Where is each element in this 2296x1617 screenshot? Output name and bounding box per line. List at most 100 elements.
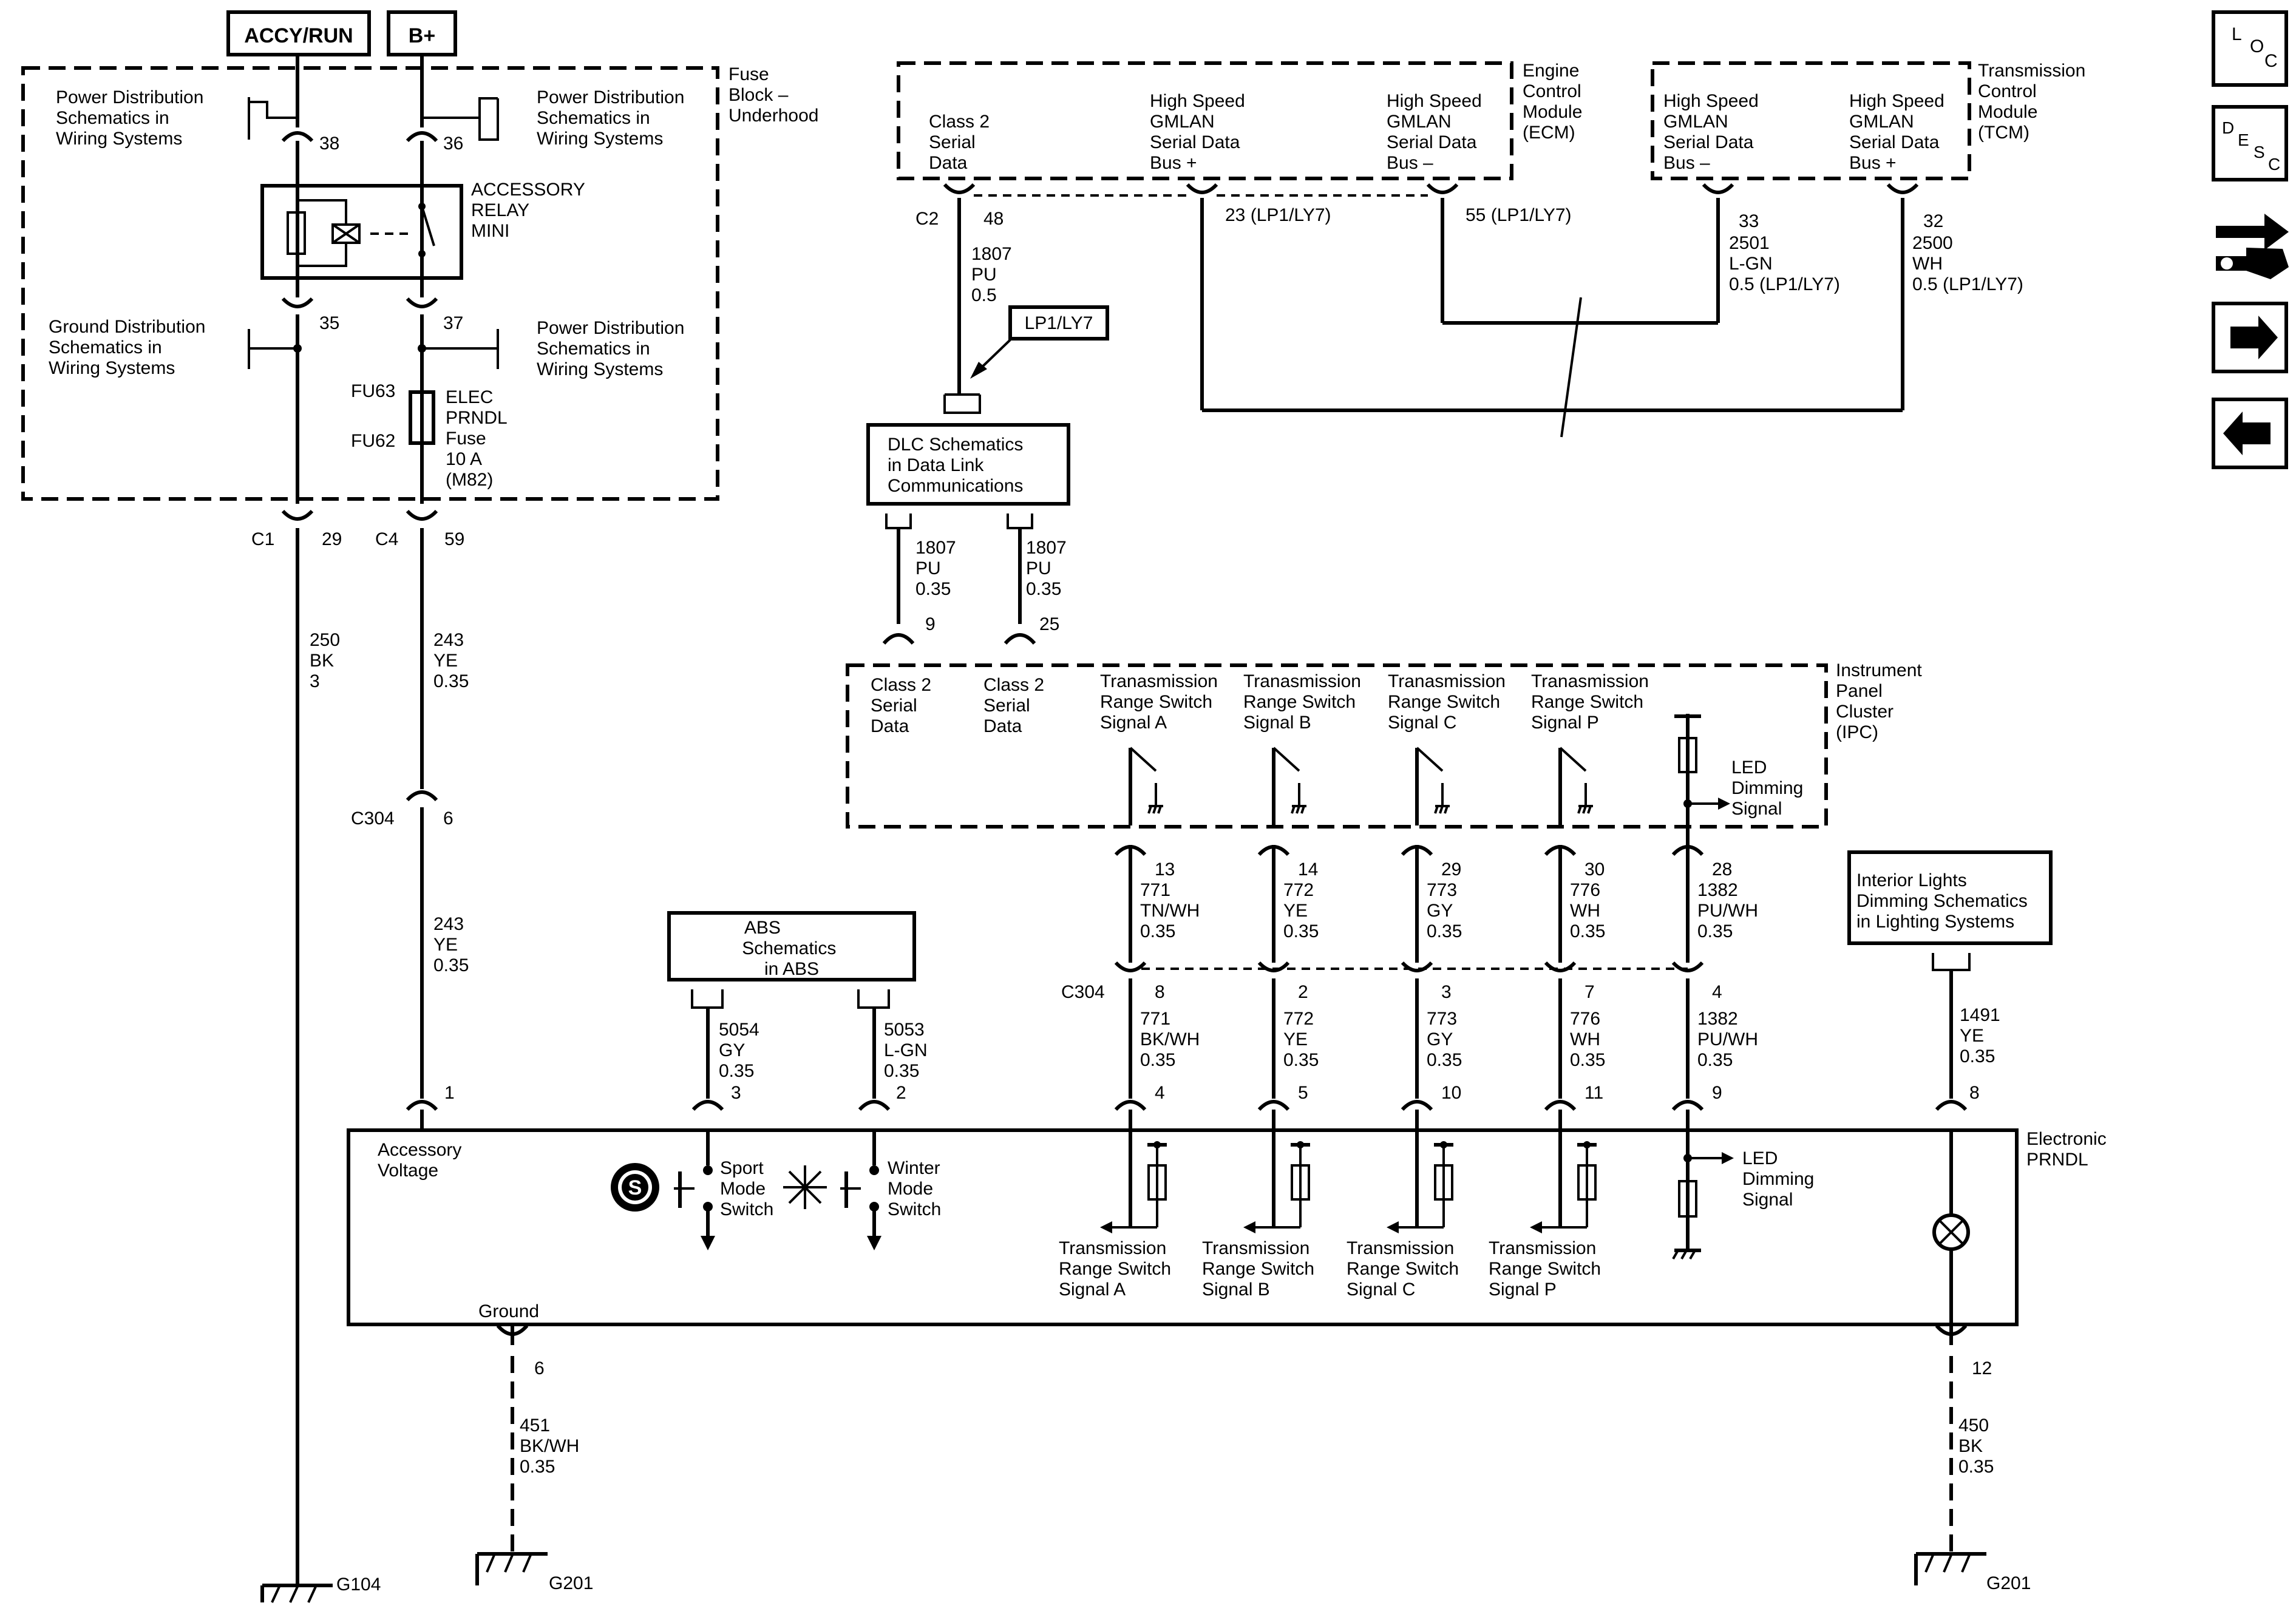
wrench-connector-icon (2216, 214, 2289, 279)
ipc-wire-label: 0.35 (1570, 921, 1605, 941)
ipc-switch-contact (1272, 747, 1300, 772)
c1-label: C1 (251, 529, 274, 549)
abs-label: ABS Schematics in ABS (742, 918, 841, 979)
lp1-ly7-tag (1008, 305, 1109, 341)
g104-label: G104 (336, 1575, 381, 1595)
wire-451: 451 BK/WH 0.35 (520, 1415, 585, 1477)
c304-wire-label: 0.35 (1427, 1050, 1462, 1070)
ecm-pin-23: 23 (LP1/LY7) (1225, 205, 1331, 225)
pin-36: 36 (443, 134, 463, 154)
prndl-connector (1544, 1100, 1577, 1111)
trs-a-label: Transmission Range Switch Signal A (1059, 1238, 1176, 1300)
c304-wire-label: 771 (1140, 1009, 1170, 1029)
c304-wire-label: 0.35 (1570, 1050, 1605, 1070)
prndl-pin: 4 (1155, 1083, 1165, 1103)
wire-1807-b: 1807 PU 0.35 (915, 538, 961, 599)
wire-2500: 2500 WH 0.5 (LP1/LY7) (1912, 233, 2023, 294)
ipc-wire-label: 1382 (1697, 880, 1738, 900)
wire-250: 250 BK 3 (310, 630, 345, 691)
prndl-signal-arrow (1100, 1221, 1112, 1233)
c304-wire-label: 772 (1283, 1009, 1314, 1029)
ipc-sig-p: Tranasmission Range Switch Signal P (1531, 671, 1654, 733)
trs-p-label: Transmission Range Switch Signal P (1489, 1238, 1606, 1300)
ipc-switch-contact (1129, 747, 1157, 772)
fuse-block-title: Fuse Block – Underhood (729, 64, 818, 126)
wire-243-a: 243 YE 0.35 (433, 630, 469, 691)
tcm-box (1651, 61, 1971, 180)
ipc-wire-pin: 29 (1441, 859, 1461, 880)
desc-button[interactable]: D E S C (2212, 105, 2288, 181)
sport-mode-label: Sport Mode Switch (720, 1158, 773, 1219)
c304-wire-label: 0.35 (1140, 1050, 1175, 1070)
previous-page-button[interactable] (2212, 398, 2288, 469)
ipc-switch-ground (1577, 805, 1593, 814)
prndl-pin: 10 (1441, 1083, 1461, 1103)
pin-35: 35 (319, 313, 339, 333)
c304-b-label: C304 (1061, 982, 1105, 1002)
ipc-pin-25: 25 (1039, 614, 1059, 634)
ipc-wire-label: 771 (1140, 880, 1170, 900)
interior-lights-label: Interior Lights Dimming Schematics in Li… (1856, 870, 2033, 932)
prndl-pin: 11 (1584, 1083, 1603, 1103)
prndl-range-switch-group (1100, 1130, 1597, 1233)
prndl-connector (1671, 1100, 1704, 1111)
loc-button[interactable]: L O C (2212, 10, 2288, 87)
connector-c1 (281, 509, 314, 521)
ipc-switch-ground (1291, 805, 1306, 814)
ipc-wire-label: 0.35 (1283, 921, 1319, 941)
c304-wire-label: 0.35 (1697, 1050, 1733, 1070)
ecm-hs-minus: High Speed GMLAN Serial Data Bus – (1387, 91, 1487, 173)
ipc-sig-c: Tranasmission Range Switch Signal C (1388, 671, 1510, 733)
tcm-pin-32: 32 (1923, 211, 1943, 231)
ipc-wire-label: 773 (1427, 880, 1457, 900)
ipc-led-dimming: LED Dimming Signal (1731, 758, 1809, 819)
desc-icon: D E S C (2222, 118, 2280, 174)
c304-wire-label: GY (1427, 1029, 1453, 1049)
svg-text:E: E (2238, 131, 2249, 149)
back-arrow-icon (2223, 412, 2271, 455)
accessory-relay (260, 184, 463, 280)
fuse-label: ELEC PRNDL Fuse 10 A (M82) (446, 387, 512, 490)
sport-gear-icon: S (611, 1163, 659, 1212)
fu62-label: FU62 (351, 431, 395, 451)
forward-arrow-icon (2230, 316, 2278, 359)
ipc-class2-a: Class 2 Serial Data (871, 675, 936, 736)
wire-1807-a: 1807 PU 0.5 (971, 244, 1017, 305)
c304-pin: 2 (1298, 982, 1308, 1002)
ipc-wire-label: TN/WH (1140, 901, 1200, 921)
prndl-pin-1: 1 (444, 1083, 455, 1103)
prndl-pin-6: 6 (534, 1358, 545, 1378)
prndl-pullup-resistor (1147, 1164, 1167, 1201)
c304-a-pin: 6 (443, 808, 453, 829)
power-distribution-3: Power Distribution Schematics in Wiring … (537, 318, 690, 379)
ipc-wire-label: YE (1283, 901, 1308, 921)
dlc-box (866, 423, 1070, 506)
c304-wire-label: 773 (1427, 1009, 1457, 1029)
pin-37: 37 (443, 313, 463, 333)
ground-g201-a (475, 1552, 548, 1585)
c304-a-label: C304 (351, 808, 395, 829)
c304-connector (1257, 961, 1290, 972)
svg-text:S: S (628, 1176, 642, 1199)
ipc-pin-9: 9 (925, 614, 936, 634)
ipc-class2-b: Class 2 Serial Data (983, 675, 1049, 736)
prndl-pullup-resistor (1434, 1164, 1453, 1201)
connector-36 (406, 131, 438, 143)
ipc-switch-ground (1147, 805, 1163, 814)
svg-text:S: S (2254, 143, 2265, 161)
ipc-title: Instrument Panel Cluster (IPC) (1836, 660, 1927, 742)
wire-450: 450 BK 0.35 (1958, 1415, 1994, 1477)
prndl-pullup-resistor (1291, 1164, 1310, 1201)
prndl-pin: 5 (1298, 1083, 1308, 1103)
prndl-led-dimming: LED Dimming Signal (1742, 1148, 1819, 1210)
prndl-pullup-node (1297, 1141, 1304, 1148)
g201-b-label: G201 (1986, 1573, 2031, 1593)
prndl-pullup-node (1583, 1141, 1591, 1148)
connector-view-button[interactable] (2216, 214, 2289, 279)
accessory-relay-label: ACCESSORY RELAY MINI (471, 180, 590, 241)
b-plus-label: B+ (409, 24, 435, 47)
ipc-wire-pin: 13 (1155, 859, 1175, 880)
next-page-button[interactable] (2212, 302, 2288, 373)
g201-a-label: G201 (549, 1573, 593, 1593)
c4-pin: 59 (444, 529, 464, 549)
